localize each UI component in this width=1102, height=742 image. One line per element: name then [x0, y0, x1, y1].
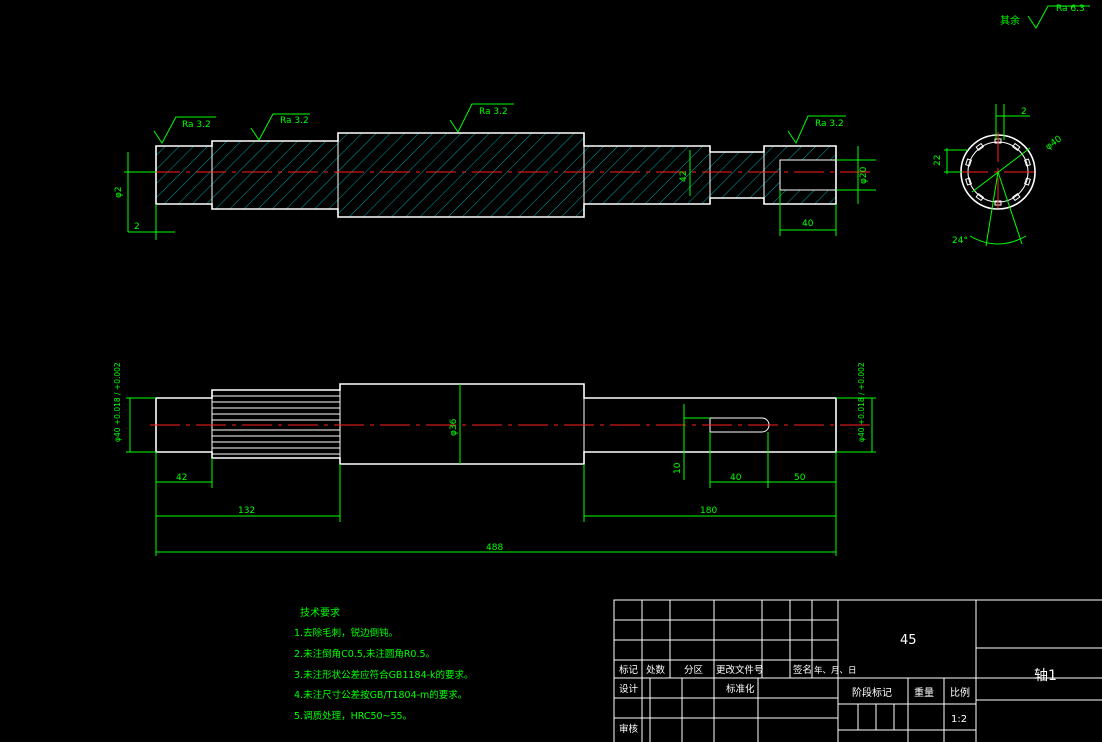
dim-phi36: φ36: [449, 384, 461, 464]
title-block: 45 轴1 标记 处数 分区 更改文件号 签名 年、月、日 设计 标准化 审核 …: [613, 599, 1102, 742]
svg-text:2: 2: [1021, 107, 1027, 117]
end-dim-phi40: φ40: [1044, 134, 1064, 152]
svg-text:22: 22: [933, 155, 943, 166]
tech-req-item-5: 5.调质处理，HRC50~55。: [294, 710, 412, 722]
keyway: [709, 417, 770, 433]
standardize-label: 标准化: [726, 683, 755, 695]
tech-req-item-3: 3.未注形状公差应符合GB1184-k的要求。: [294, 669, 474, 681]
svg-text:24°: 24°: [952, 236, 968, 246]
svg-text:40: 40: [802, 219, 814, 229]
section-view: Ra 3.2 Ra 3.2 Ra 3.2 Ra 3.2 φ2 2 42: [114, 103, 876, 240]
dim-inner: 42: [679, 150, 691, 196]
end-view: 2 22 φ40 24°: [933, 104, 1064, 247]
spline-lines: [212, 395, 340, 455]
dim-40-50: 40 50: [709, 432, 837, 488]
svg-text:φ20: φ20: [859, 166, 869, 184]
end-dim-2: 2: [995, 104, 1030, 140]
tech-req-title: 技术要求: [300, 606, 340, 619]
dim-right-dia: φ20: [836, 146, 876, 204]
dim-tol-left: φ40 +0.018 / +0.002: [113, 362, 156, 453]
weight-label: 重量: [914, 686, 934, 699]
svg-text:φ40 +0.018 / +0.002: φ40 +0.018 / +0.002: [113, 362, 122, 442]
svg-text:180: 180: [700, 506, 717, 516]
svg-text:Ra 3.2: Ra 3.2: [182, 120, 211, 130]
general-roughness-prefix: 其余: [1000, 14, 1020, 27]
roughness-symbol-1: Ra 3.2: [153, 116, 216, 144]
svg-text:φ36: φ36: [449, 418, 459, 436]
tech-req-item-2: 2.未注倒角C0.5,未注圆角R0.5。: [294, 648, 435, 660]
svg-text:50: 50: [794, 473, 806, 483]
dim-left-len: 2: [128, 204, 175, 240]
dim-180: 180: [583, 464, 837, 556]
section-bore: [779, 159, 836, 191]
stage-mark-label: 阶段标记: [852, 686, 892, 699]
dim-10: 10: [673, 404, 710, 480]
part-name: 轴1: [1034, 668, 1057, 684]
end-dim-22: 22: [933, 148, 968, 174]
general-roughness-value: Ra 6.3: [1056, 4, 1085, 14]
dim-left-dia: φ2: [114, 152, 156, 232]
hdr-file: 更改文件号: [716, 664, 764, 676]
hdr-sign: 签名: [793, 664, 812, 676]
svg-text:488: 488: [486, 543, 503, 553]
end-dim-angle: 24°: [952, 171, 1027, 247]
svg-text:40: 40: [730, 473, 742, 483]
front-view: φ40 +0.018 / +0.002 φ40 +0.018 / +0.002 …: [113, 362, 876, 556]
technical-requirements: 技术要求 1.去除毛刺，锐边倒钝。 2.未注倒角C0.5,未注圆角R0.5。 3…: [294, 606, 474, 722]
svg-text:2: 2: [134, 222, 140, 232]
svg-text:Ra 3.2: Ra 3.2: [280, 116, 309, 126]
hdr-mark: 标记: [619, 664, 639, 676]
scale-label: 比例: [950, 686, 970, 699]
material: 45: [900, 633, 917, 648]
svg-text:42: 42: [176, 473, 187, 483]
svg-text:Ra 3.2: Ra 3.2: [479, 107, 508, 117]
tech-req-item-4: 4.未注尺寸公差按GB/T1804-m的要求。: [294, 689, 467, 701]
section-body-hatch: [156, 133, 836, 217]
svg-text:φ40 +0.018 / +0.002: φ40 +0.018 / +0.002: [857, 362, 866, 442]
review-label: 审核: [619, 723, 639, 735]
svg-text:132: 132: [238, 506, 255, 516]
roughness-symbol-3: Ra 3.2: [449, 103, 514, 133]
hdr-date: 年、月、日: [814, 665, 857, 676]
scale-value: 1:2: [951, 714, 967, 725]
dim-bore-len: 40: [779, 190, 837, 236]
svg-text:Ra 3.2: Ra 3.2: [815, 119, 844, 129]
hdr-count: 处数: [646, 664, 666, 676]
dim-132: 132: [156, 464, 341, 522]
dim-tol-right: φ40 +0.018 / +0.002: [836, 362, 876, 453]
svg-text:φ40: φ40: [1044, 134, 1064, 152]
roughness-symbol-2: Ra 3.2: [250, 113, 310, 141]
dim-488: 488: [156, 543, 836, 553]
design-label: 设计: [619, 683, 639, 695]
tech-req-item-1: 1.去除毛刺，锐边倒钝。: [294, 627, 398, 639]
roughness-symbol-4: Ra 3.2: [787, 115, 846, 145]
svg-text:φ2: φ2: [114, 186, 124, 198]
svg-text:10: 10: [673, 462, 683, 474]
dim-42: 42: [155, 452, 213, 556]
svg-text:42: 42: [679, 171, 689, 182]
hdr-zone: 分区: [684, 665, 704, 676]
general-roughness: 其余 Ra 6.3: [1000, 4, 1090, 29]
